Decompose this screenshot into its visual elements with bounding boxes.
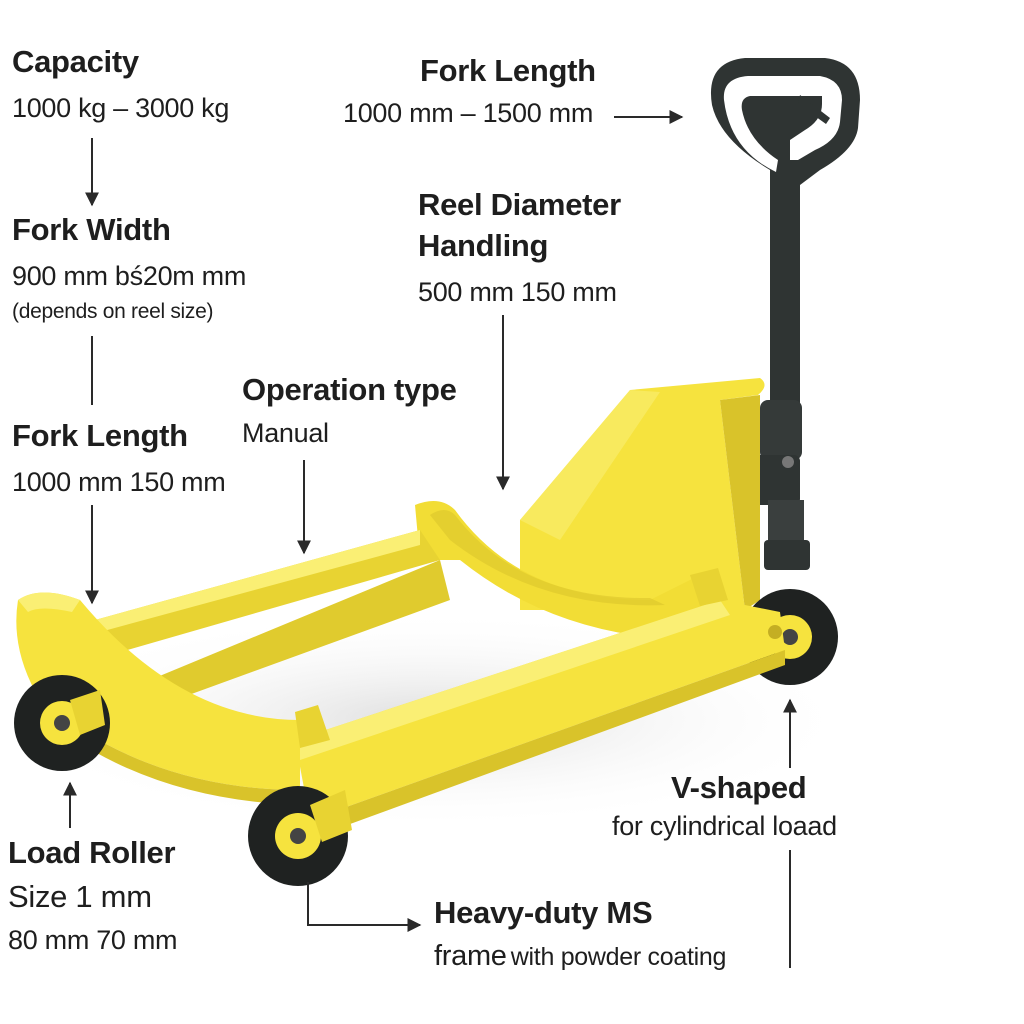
frame-description-bold: frame (434, 940, 507, 972)
frame-description: frame with powder coating (434, 940, 726, 973)
operation-type-title: Operation type (242, 372, 457, 407)
handle (710, 58, 860, 570)
upright-body (520, 378, 765, 610)
frame (16, 530, 785, 835)
fork-length-top-title: Fork Length (420, 53, 596, 88)
load-roller-size: Size 1 mm (8, 879, 152, 914)
arrow-icon (307, 882, 422, 932)
capacity-value: 1000 kg – 3000 kg (12, 93, 230, 123)
load-roller-title: Load Roller (8, 835, 176, 870)
reel-diameter-title-line2: Handling (418, 228, 549, 263)
front-left-wheel (14, 675, 110, 771)
fork-length-top-value: 1000 mm – 1500 mm (343, 98, 594, 128)
reel-diameter-title: Reel Diameter (418, 187, 621, 222)
operation-type-value: Manual (242, 418, 329, 448)
frame-description-rest: with powder coating (510, 943, 727, 971)
capacity-title: Capacity (12, 44, 139, 79)
fork-length-left-value: 1000 mm 150 mm (12, 467, 226, 497)
fork-width-note: (depends on reel size) (12, 300, 214, 323)
fork-width-value: 900 mm bś20m mm (12, 261, 247, 291)
frame-title: Heavy-duty MS (434, 895, 653, 930)
fork-length-left-title: Fork Length (12, 418, 188, 453)
v-shaped-value: for cylindrical loaad (612, 811, 837, 841)
load-roller-value: 80 mm 70 mm (8, 925, 178, 955)
front-right-wheel (248, 786, 352, 886)
fork-width-title: Fork Width (12, 212, 171, 247)
reel-diameter-value: 500 mm 150 mm (418, 277, 617, 307)
v-shaped-title: V-shaped (671, 770, 807, 805)
